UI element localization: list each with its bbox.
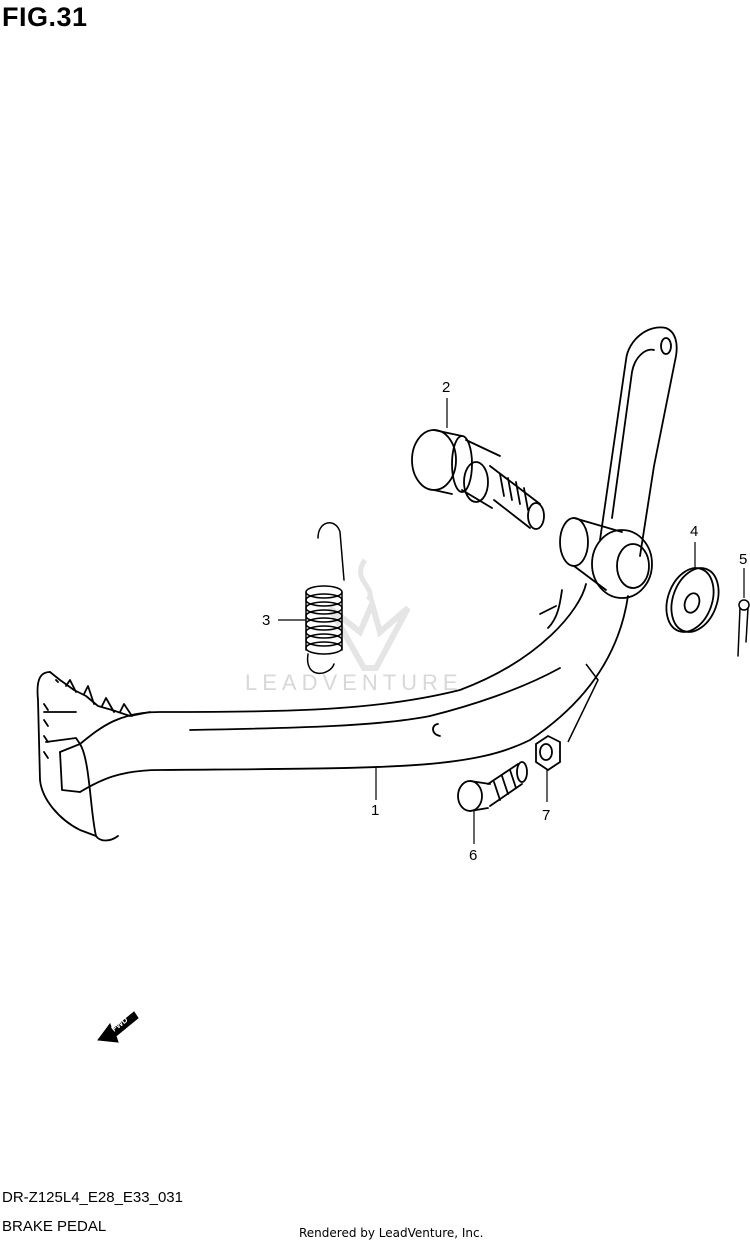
assembly-bracket: [567, 663, 599, 743]
callout-4: 4: [690, 523, 698, 540]
bolt-part: [457, 761, 528, 812]
forward-arrow-icon: FWD: [97, 1011, 139, 1043]
nut-part: [535, 734, 561, 772]
callout-3: 3: [262, 612, 270, 629]
callout-2: 2: [442, 379, 450, 396]
callout-5: 5: [739, 551, 747, 568]
figure-title: FIG.31: [2, 2, 88, 32]
return-spring-part: [305, 522, 345, 675]
callout-6: 6: [469, 847, 477, 864]
cotter-pin-part: [737, 599, 750, 657]
brake-pedal-part: [36, 326, 678, 842]
callout-7: 7: [542, 807, 550, 824]
washer-part: [665, 567, 720, 633]
model-code: DR-Z125L4_E28_E33_031: [2, 1189, 183, 1206]
callout-1: 1: [371, 802, 379, 819]
render-credit: Rendered by LeadVenture, Inc.: [299, 1226, 484, 1240]
leader-lines: [278, 398, 745, 844]
pivot-bolt-part: [411, 429, 545, 530]
watermark-logo: [327, 558, 411, 671]
part-name: BRAKE PEDAL: [2, 1218, 107, 1235]
watermark-text: LEADVENTURE: [245, 670, 463, 695]
